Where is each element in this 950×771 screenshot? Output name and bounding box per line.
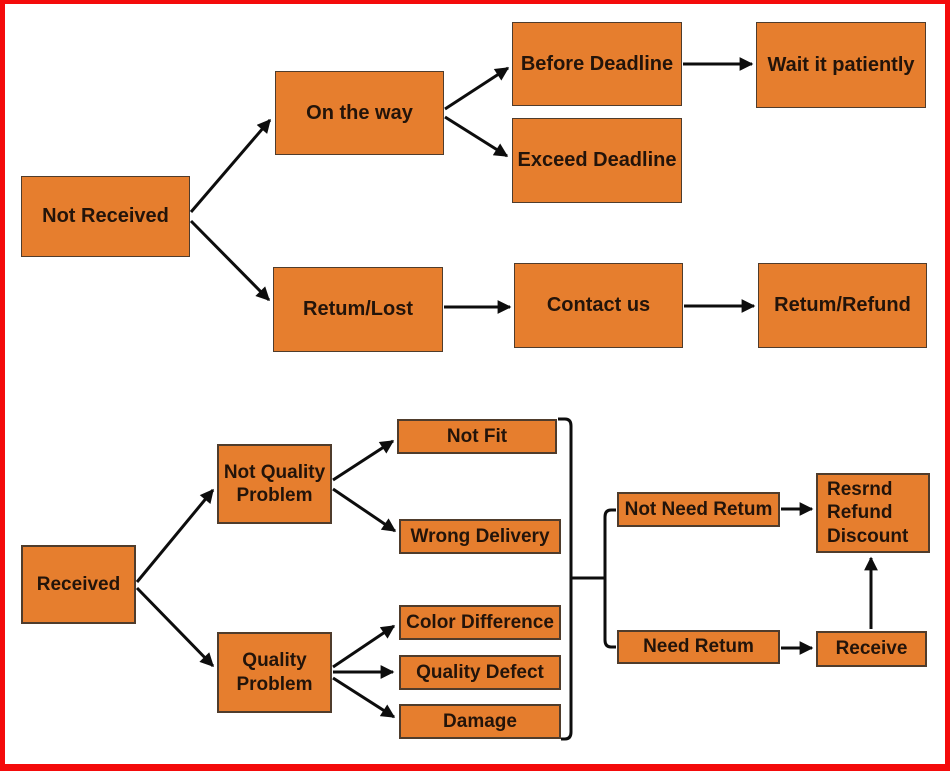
arrow-received-to-not-quality-problem	[135, 488, 215, 583]
arrow-not-quality-to-not-fit	[332, 439, 395, 482]
arrow-quality-to-color-difference	[332, 624, 396, 669]
arrow-on-the-way-to-exceed-deadline	[444, 115, 509, 158]
node-on-the-way: On the way	[275, 71, 444, 155]
node-label: Before Deadline	[520, 52, 674, 75]
node-damage: Damage	[399, 704, 561, 739]
node-not-fit: Not Fit	[397, 419, 557, 454]
node-wrong-delivery: Wrong Delivery	[399, 519, 561, 554]
node-label: Quality Defect	[416, 661, 544, 683]
node-label: On the way	[306, 101, 413, 124]
node-label: Damage	[443, 710, 517, 732]
node-label: Retum/Refund	[774, 294, 911, 317]
node-label: Resrnd Refund Discount	[827, 479, 909, 547]
arrow-not-received-to-on-the-way	[189, 118, 272, 213]
node-retum-refund: Retum/Refund	[758, 263, 927, 348]
node-not-need-retum: Not Need Retum	[617, 492, 780, 527]
node-color-difference: Color Difference	[399, 605, 561, 640]
bracket-splitter	[603, 508, 616, 649]
node-received: Received	[21, 545, 136, 624]
node-quality-defect: Quality Defect	[399, 655, 561, 690]
node-label: Not Received	[42, 205, 169, 228]
node-label: Not Need Retum	[624, 498, 773, 520]
node-not-quality-problem: Not Quality Problem	[217, 444, 332, 524]
arrow-not-received-to-retum-lost	[189, 219, 271, 302]
node-quality-problem: Quality Problem	[217, 632, 332, 713]
node-not-received: Not Received	[21, 176, 190, 257]
node-wait-it-patiently: Wait it patiently	[756, 22, 926, 108]
node-need-retum: Need Retum	[617, 630, 780, 664]
node-label: Color Difference	[406, 611, 554, 633]
node-retum-lost: Retum/Lost	[273, 267, 443, 352]
node-label: Wrong Delivery	[410, 525, 550, 547]
node-label: Not Fit	[446, 425, 508, 447]
node-label: Retum/Lost	[303, 298, 413, 321]
node-exceed-deadline: Exceed Deadline	[512, 118, 682, 203]
node-label: Received	[36, 573, 121, 595]
arrow-quality-to-damage	[332, 676, 396, 719]
arrow-not-quality-to-wrong-delivery	[332, 487, 397, 533]
arrow-on-the-way-to-before-deadline	[444, 66, 510, 111]
node-label: Quality Problem	[236, 650, 313, 695]
node-label: Wait it patiently	[767, 53, 915, 76]
node-label: Not Quality Problem	[223, 461, 326, 506]
node-label: Contact us	[546, 294, 651, 317]
node-receive: Receive	[816, 631, 927, 667]
node-before-deadline: Before Deadline	[512, 22, 682, 106]
node-label: Exceed Deadline	[517, 149, 677, 172]
node-label: Need Retum	[643, 636, 754, 658]
bracket-collector	[558, 417, 573, 741]
arrow-received-to-quality-problem	[135, 586, 215, 668]
node-contact-us: Contact us	[514, 263, 683, 348]
node-label: Receive	[835, 638, 908, 660]
node-resrnd-refund-discount: Resrnd Refund Discount	[816, 473, 930, 553]
